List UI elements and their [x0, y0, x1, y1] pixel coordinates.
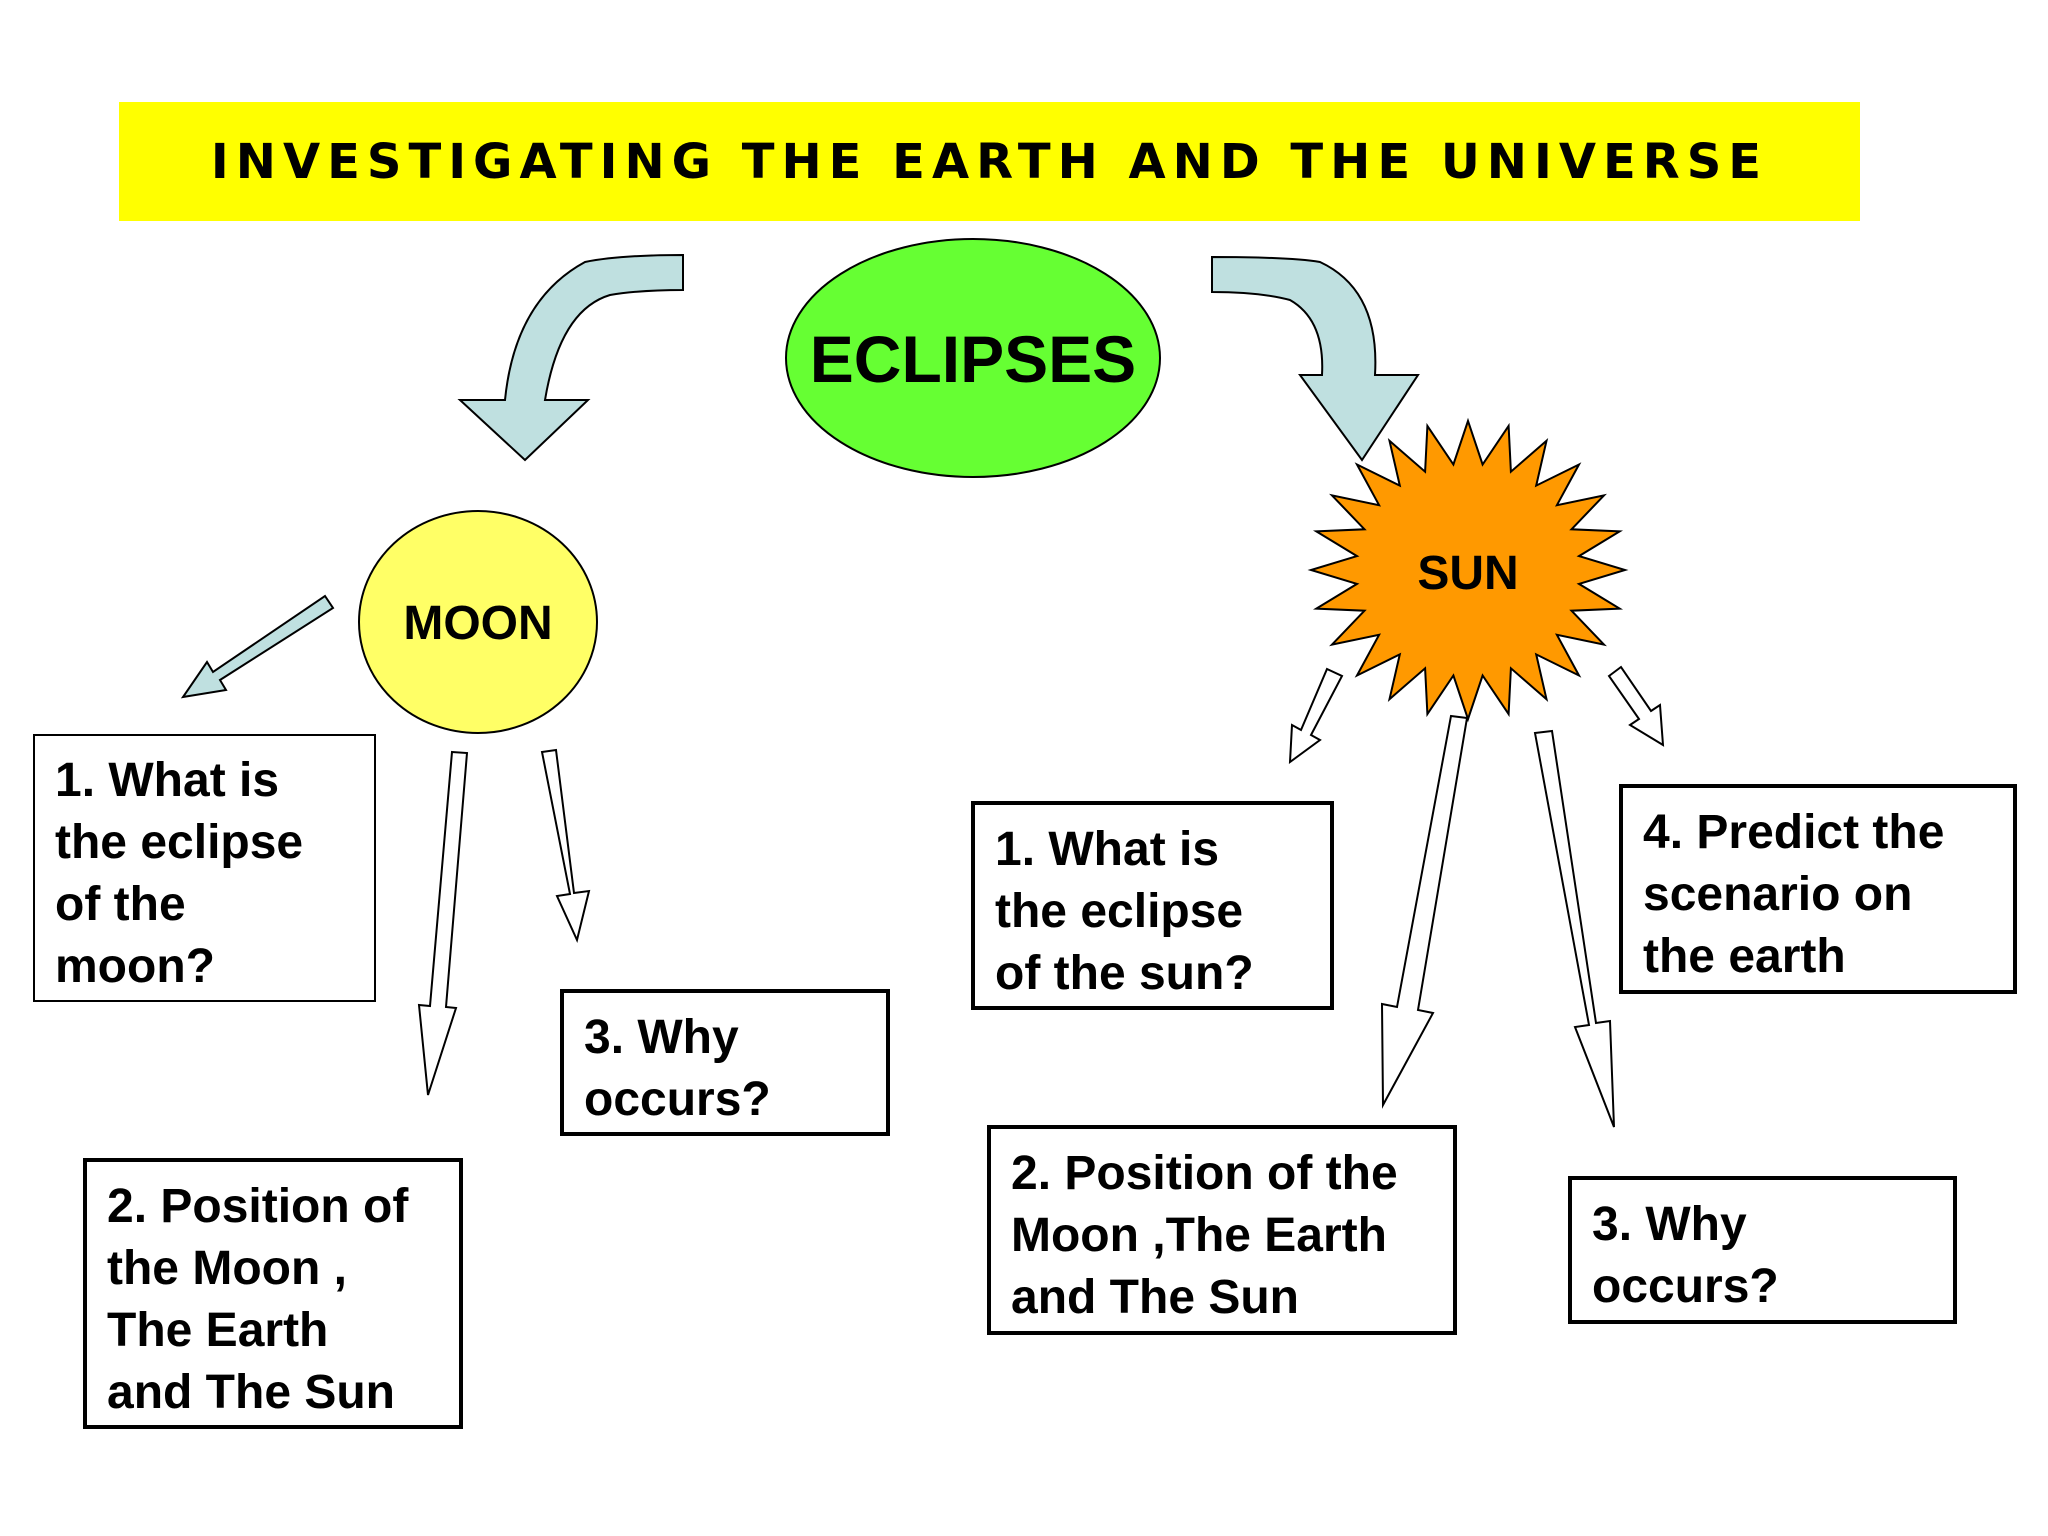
eclipses-label: ECLIPSES	[809, 322, 1137, 396]
sun-starburst	[1307, 417, 1629, 723]
sun-question-3: 3. Why occurs?	[1568, 1176, 1957, 1324]
diagram-title: INVESTIGATING THE EARTH AND THE UNIVERSE	[210, 133, 1769, 190]
moon-question-2: 2. Position of the Moon , The Earth and …	[83, 1158, 463, 1429]
moon-label: MOON	[403, 597, 553, 650]
curved-arrow-to-moon	[457, 253, 684, 462]
arrow-sun-q2	[1380, 714, 1469, 1109]
arrow-sun-q3	[1533, 729, 1615, 1128]
moon-question-3: 3. Why occurs?	[560, 989, 890, 1136]
arrow-moon-q3	[540, 748, 591, 944]
arrow-moon-q1	[180, 594, 335, 699]
sun-question-1: 1. What is the eclipse of the sun?	[971, 801, 1334, 1010]
arrow-sun-q1	[1288, 667, 1344, 765]
eclipses-ellipse	[785, 238, 1161, 478]
sun-question-2: 2. Position of the Moon ,The Earth and T…	[987, 1125, 1457, 1335]
sun-label: SUN	[1417, 547, 1519, 600]
moon-circle	[358, 510, 598, 734]
moon-question-1: 1. What is the eclipse of the moon?	[33, 734, 376, 1002]
curved-arrow-to-sun	[1211, 255, 1420, 462]
sun-question-4: 4. Predict the scenario on the earth	[1619, 784, 2017, 994]
arrow-moon-q2	[417, 750, 469, 1096]
arrow-sun-q4	[1607, 665, 1665, 747]
title-banner: INVESTIGATING THE EARTH AND THE UNIVERSE	[119, 102, 1860, 221]
